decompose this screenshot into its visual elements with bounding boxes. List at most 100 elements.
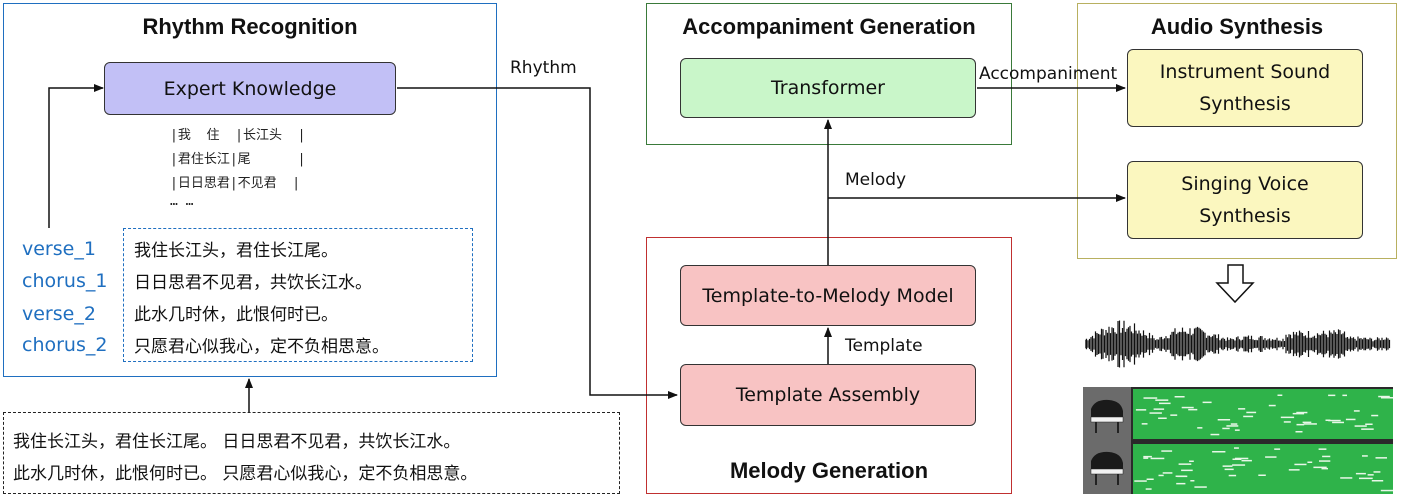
midi-note — [1303, 423, 1317, 425]
midi-note — [1190, 480, 1195, 482]
piano-roll-image — [1083, 387, 1393, 494]
template-to-melody-label: Template-to-Melody Model — [702, 284, 954, 307]
hollow-down-arrow-icon — [1215, 264, 1255, 304]
lyric-line: 我住长江头，君住长江尾。 — [134, 241, 338, 261]
midi-note — [1345, 418, 1356, 421]
waveform-path — [1085, 320, 1391, 368]
midi-note — [1296, 423, 1305, 426]
midi-note — [1188, 408, 1198, 411]
accompaniment-edge-label: Accompaniment — [979, 64, 1118, 84]
arrow-lyrics-to-expert — [48, 84, 104, 228]
midi-note — [1373, 471, 1381, 473]
grand-piano-icon — [1090, 399, 1124, 433]
midi-note — [1159, 402, 1171, 405]
instrument-sound-synthesis-node: Instrument Sound Synthesis — [1127, 49, 1363, 127]
section-tag-verse-2: verse_2 — [22, 303, 96, 325]
midi-note — [1232, 458, 1242, 460]
midi-note — [1342, 394, 1347, 397]
midi-note — [1234, 429, 1240, 431]
midi-note — [1328, 394, 1336, 397]
pattern-line: |日日思君|不见君 | — [170, 176, 301, 191]
midi-note — [1175, 475, 1187, 477]
midi-note — [1212, 451, 1226, 453]
transformer-label: Transformer — [770, 77, 885, 99]
template-to-melody-node: Template-to-Melody Model — [680, 265, 976, 326]
midi-note — [1280, 416, 1295, 419]
section-tag-chorus-1: chorus_1 — [22, 270, 108, 292]
track-lane-2 — [1133, 444, 1393, 494]
midi-note — [1328, 419, 1341, 422]
accompaniment-generation-title: Accompaniment Generation — [682, 14, 976, 39]
structured-lyrics-box: 我住长江头，君住长江尾。 日日思君不见君，共饮长江水。 此水几时休，此恨何时已。… — [123, 228, 473, 362]
midi-note — [1170, 414, 1178, 416]
midi-note — [1313, 466, 1327, 469]
midi-note — [1230, 423, 1238, 425]
midi-note — [1224, 468, 1234, 471]
midi-note — [1321, 467, 1328, 470]
instrument-sound-line2: Synthesis — [1199, 93, 1291, 115]
midi-notes — [1134, 394, 1393, 492]
midi-note — [1365, 423, 1373, 425]
midi-note — [1322, 455, 1331, 458]
midi-note — [1378, 395, 1390, 398]
midi-note — [1210, 433, 1220, 436]
transformer-node: Transformer — [680, 58, 976, 118]
section-tag-verse-1: verse_1 — [22, 238, 96, 260]
midi-note — [1194, 486, 1207, 488]
midi-note — [1367, 474, 1374, 476]
instrument-sound-line1: Instrument Sound — [1159, 61, 1331, 83]
section-tag-chorus-2: chorus_2 — [22, 334, 108, 356]
singing-voice-synthesis-node: Singing Voice Synthesis — [1127, 161, 1363, 239]
midi-note — [1149, 412, 1162, 414]
raw-lyric-line-2: 此水几时休，此恨何时已。 只愿君心似我心，定不负相思意。 — [13, 464, 478, 484]
rhythm-recognition-title: Rhythm Recognition — [142, 14, 358, 39]
midi-note — [1294, 463, 1307, 466]
audio-waveform-image — [1085, 320, 1391, 368]
midi-note — [1362, 455, 1368, 457]
midi-note — [1318, 448, 1327, 450]
midi-note — [1238, 408, 1246, 410]
expert-knowledge-label: Expert Knowledge — [163, 77, 337, 100]
midi-note — [1181, 469, 1193, 472]
midi-note — [1143, 457, 1149, 459]
midi-note — [1141, 423, 1148, 425]
lyric-line: 此水几时休，此恨何时已。 — [134, 305, 338, 325]
arrow-rhythm — [397, 87, 678, 399]
midi-note — [1143, 397, 1158, 399]
midi-note — [1241, 459, 1252, 462]
midi-note — [1162, 472, 1173, 474]
midi-note — [1274, 448, 1281, 450]
midi-note — [1296, 411, 1308, 414]
raw-lyric-line-1: 我住长江头，君住长江尾。 日日思君不见君，共饮长江水。 — [13, 432, 461, 452]
pattern-line: |君住长江|尾 | — [170, 152, 306, 167]
midi-note — [1155, 399, 1169, 401]
midi-note — [1353, 410, 1360, 412]
template-assembly-label: Template Assembly — [735, 384, 921, 406]
midi-note — [1158, 474, 1164, 477]
midi-note — [1302, 421, 1312, 424]
midi-note — [1228, 474, 1237, 477]
midi-note — [1319, 460, 1331, 462]
midi-note — [1243, 415, 1254, 418]
midi-note — [1355, 472, 1366, 475]
singing-voice-line2: Synthesis — [1199, 205, 1291, 227]
midi-note — [1222, 427, 1230, 430]
midi-note — [1340, 477, 1353, 479]
pattern-line: … … — [170, 194, 194, 209]
midi-note — [1265, 456, 1277, 458]
midi-note — [1288, 469, 1300, 471]
melody-edge-label: Melody — [845, 170, 907, 190]
midi-note — [1283, 421, 1291, 423]
pattern-line: |我 住 |长江头 | — [170, 128, 306, 143]
midi-note — [1295, 431, 1303, 433]
midi-note — [1197, 427, 1203, 429]
midi-note — [1146, 478, 1154, 480]
midi-note — [1202, 401, 1212, 404]
midi-note — [1258, 474, 1266, 476]
midi-note — [1268, 404, 1276, 407]
midi-note — [1150, 457, 1165, 460]
midi-note — [1226, 425, 1239, 427]
midi-note — [1134, 480, 1147, 482]
midi-note — [1246, 411, 1257, 414]
